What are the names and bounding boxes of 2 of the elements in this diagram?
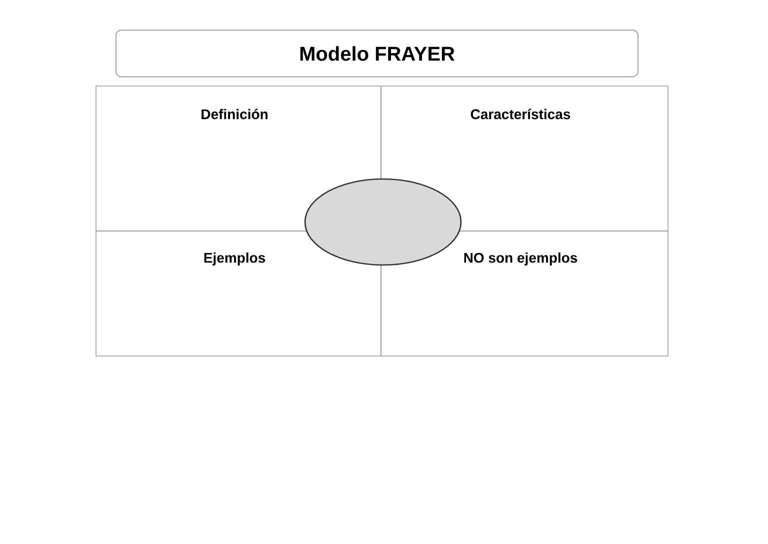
center-ellipse xyxy=(304,178,462,266)
title-box: Modelo FRAYER xyxy=(115,30,639,78)
